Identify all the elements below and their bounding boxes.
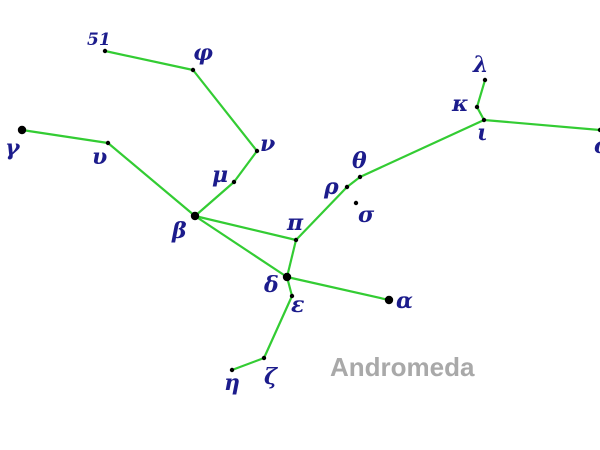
star-phi xyxy=(190,67,196,73)
line-s51-phi xyxy=(104,49,194,72)
star-label-eta: η xyxy=(224,370,240,396)
star-label-delta: δ xyxy=(263,272,279,298)
star-eta xyxy=(229,367,235,373)
line-iota-kappa xyxy=(476,106,485,121)
line-iota-omicron xyxy=(483,118,600,132)
star-label-kappa: κ xyxy=(451,91,469,117)
star-label-nu: ν xyxy=(260,131,275,157)
star-label-zeta: ζ xyxy=(264,364,278,390)
star-label-gamma: γ xyxy=(5,135,21,161)
line-gamma-upsilon xyxy=(21,128,109,145)
line-beta-pi xyxy=(194,214,297,242)
star-omicron xyxy=(597,127,600,133)
star-mu xyxy=(231,179,237,185)
line-nu-mu xyxy=(233,150,258,183)
star-gamma xyxy=(17,125,27,135)
star-markers xyxy=(17,48,600,373)
star-label-alpha: α xyxy=(396,288,413,314)
star-label-s51: 51 xyxy=(87,30,111,50)
star-label-omicron: ο xyxy=(594,133,600,159)
star-label-epsilon: ε xyxy=(291,292,304,318)
star-label-theta: θ xyxy=(352,148,367,174)
star-pi xyxy=(293,237,299,243)
star-label-sigma: σ xyxy=(358,202,375,228)
star-label-upsilon: υ xyxy=(92,144,107,170)
star-zeta xyxy=(261,355,267,361)
star-nu xyxy=(254,148,260,154)
star-label-beta: β xyxy=(171,218,187,244)
star-theta xyxy=(357,174,363,180)
line-delta-alpha xyxy=(286,275,390,302)
star-labels: 51 φ ν μ γ υ β πρθ σ δε α ζη λκι ο xyxy=(5,30,600,396)
star-label-rho: ρ xyxy=(323,174,339,200)
star-kappa xyxy=(474,104,480,110)
star-label-lambda: λ xyxy=(472,52,488,78)
line-theta-iota xyxy=(359,119,485,178)
line-kappa-lambda xyxy=(475,79,487,108)
star-sigma xyxy=(353,200,359,206)
line-epsilon-zeta xyxy=(262,295,294,359)
constellation-title: Andromeda xyxy=(330,352,475,382)
line-phi-nu xyxy=(192,69,258,152)
star-label-mu: μ xyxy=(212,162,228,188)
line-pi-delta xyxy=(285,239,298,278)
star-label-pi: π xyxy=(286,210,304,236)
star-label-phi: φ xyxy=(193,40,213,66)
star-epsilon xyxy=(289,293,295,299)
line-zeta-eta xyxy=(231,356,265,372)
line-mu-beta xyxy=(194,181,235,217)
line-beta-delta xyxy=(194,215,288,278)
star-alpha xyxy=(384,295,394,305)
line-upsilon-beta xyxy=(107,142,196,217)
star-label-iota: ι xyxy=(477,120,488,146)
star-delta xyxy=(282,272,292,282)
line-rho-theta xyxy=(346,176,361,188)
star-iota xyxy=(481,117,487,123)
star-lambda xyxy=(482,77,488,83)
line-pi-rho xyxy=(295,186,348,241)
star-upsilon xyxy=(105,140,111,146)
constellation-lines xyxy=(21,49,600,372)
star-s51 xyxy=(102,48,108,54)
star-beta xyxy=(190,211,200,221)
star-rho xyxy=(344,184,350,190)
